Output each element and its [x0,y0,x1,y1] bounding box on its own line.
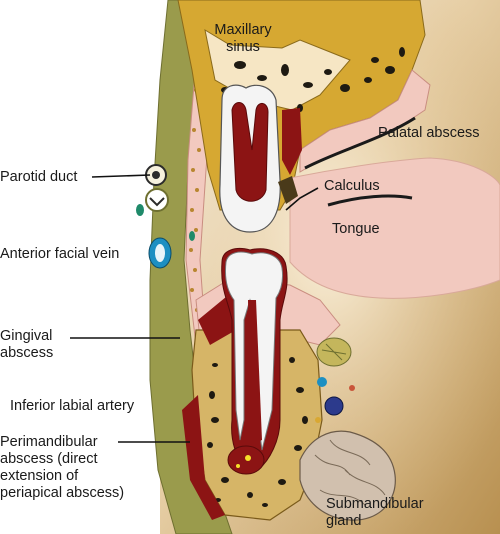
label-submandibular-line-2: gland [326,513,362,529]
pointer-lines [70,174,319,443]
small-vessel-icon [189,231,195,241]
label-perimandibular-line-4: periapical abscess) [0,485,125,501]
label-maxillary-sinus-line-2: sinus [226,39,260,55]
facial-nerve-icon [145,188,169,212]
tongue-dorsum-line [327,194,413,207]
label-gingival-abscess-line-1: Gingival [0,328,53,344]
label-inferior-labial-artery: Inferior labial artery [10,398,135,414]
label-gingival-abscess: Gingival abscess [0,328,53,362]
submandibular-gland-shape [299,430,396,521]
periapical-abscess [227,445,265,475]
gingival-abscess-region [198,292,236,345]
label-perimandibular-line-1: Perimandibular [0,434,98,450]
maxilla-trabeculae [221,47,405,112]
label-gingival-abscess-line-2: abscess [0,345,54,361]
label-submandibular-gland: Submandibular gland [326,496,424,530]
label-anterior-facial-vein: Anterior facial vein [0,246,120,262]
label-calculus: Calculus [324,178,380,194]
label-parotid-duct: Parotid duct [0,169,78,185]
muscle-icon-small [136,204,144,216]
label-perimandibular-line-3: extension of [0,468,79,484]
upper-tooth [219,84,281,233]
palate-line [304,116,416,170]
perimandibular-abscess-region [182,395,225,520]
label-perimandibular-abscess: Perimandibular abscess (direct extension… [0,434,124,502]
label-maxillary-sinus-line-1: Maxillary [214,22,272,38]
label-tongue: Tongue [332,221,380,237]
label-palatal-abscess: Palatal abscess [378,125,480,141]
parotid-duct-icon [145,164,167,186]
palatal-abscess-region [282,108,302,175]
anterior-facial-vein-icon [148,237,172,269]
sublingual-gland-shape [316,337,352,367]
label-perimandibular-line-2: abscess (direct [0,451,98,467]
label-maxillary-sinus: Maxillary sinus [198,22,288,56]
lower-tooth [221,248,288,471]
lingual-vessels [315,377,355,423]
calculus-deposit [278,176,298,204]
label-submandibular-line-1: Submandibular [326,496,424,512]
